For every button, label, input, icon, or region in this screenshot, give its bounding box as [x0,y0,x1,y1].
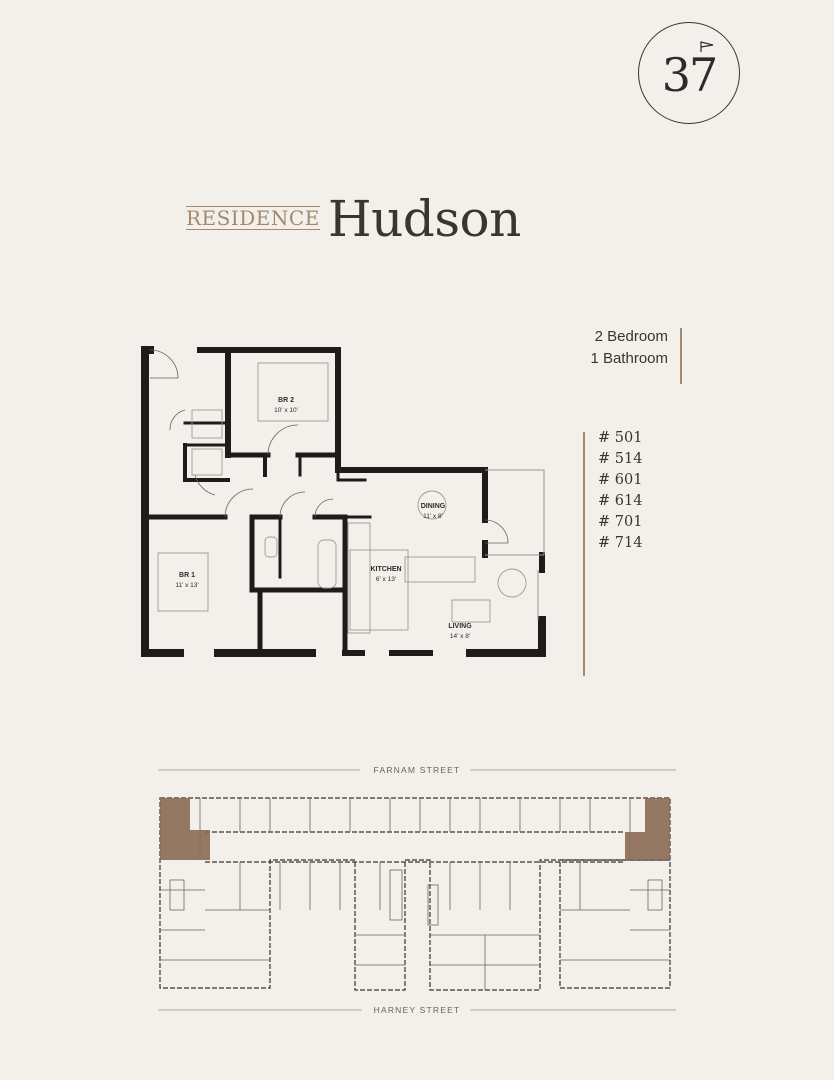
room-label-living: LIVING [448,623,472,630]
bedroom-count: 2 Bedroom [594,328,668,345]
room-size-br2: 10' x 10' [274,407,298,414]
residence-name: Hudson [328,190,521,248]
flag-icon [700,41,714,52]
highlighted-unit-west [160,798,210,860]
room-size-dining: 11' x 8' [423,513,443,520]
unit-number: # 614 [598,493,643,509]
residence-label: RESIDENCE [186,206,320,230]
floor-plan: BR 2 10' x 10' DINING 11' x 8' BR 1 11' … [141,346,546,657]
room-label-kitchen: KITCHEN [370,566,401,573]
unit-number: # 501 [598,430,643,446]
site-plan: FARNAM STREET HARNEY STREET [158,765,676,1015]
room-size-br1: 11' x 13' [175,582,198,589]
unit-number: # 601 [598,472,643,488]
unit-number: # 701 [598,514,643,530]
south-street-label: HARNEY STREET [374,1005,461,1015]
unit-number: # 514 [598,451,643,467]
units-divider [583,432,585,676]
unit-number: # 714 [598,535,643,551]
specs-divider [680,328,682,384]
bathroom-count: 1 Bathroom [590,350,668,367]
unit-specs: 2 Bedroom 1 Bathroom [590,326,668,370]
brand-logo: 37 [638,22,740,124]
room-size-kitchen: 6' x 13' [376,576,396,583]
room-size-living: 14' x 8' [450,633,470,640]
north-street-label: FARNAM STREET [374,765,461,775]
room-label-br2: BR 2 [278,397,294,404]
room-label-dining: DINING [421,503,446,510]
unit-list: # 501 # 514 # 601 # 614 # 701 # 714 [598,428,642,554]
highlighted-unit-east [625,798,670,860]
room-label-br1: BR 1 [179,572,195,579]
logo-number: 37 [661,48,719,102]
